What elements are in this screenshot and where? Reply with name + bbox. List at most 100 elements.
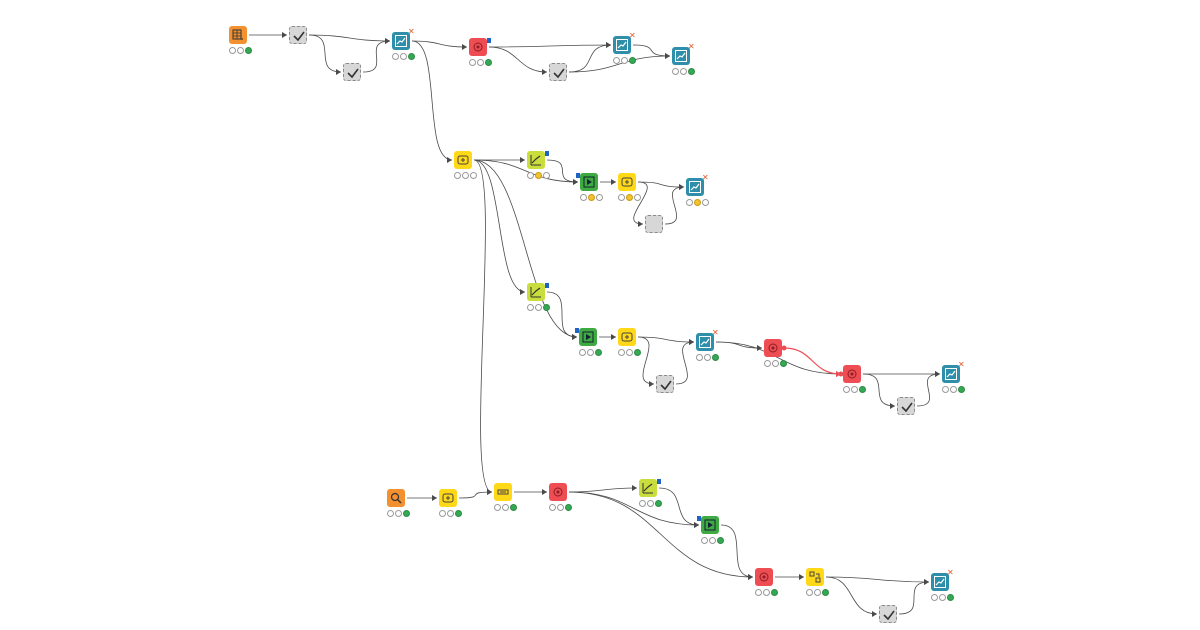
workflow-node-n7[interactable] bbox=[613, 36, 631, 54]
workflow-node-n12[interactable] bbox=[618, 173, 636, 191]
connection-edge[interactable] bbox=[568, 44, 612, 73]
connection-edge[interactable] bbox=[637, 336, 695, 343]
status-dot bbox=[621, 57, 628, 64]
connection-edge[interactable] bbox=[568, 487, 638, 493]
connection-edge[interactable] bbox=[633, 181, 648, 225]
workflow-node-n25[interactable] bbox=[439, 489, 457, 507]
status-dot bbox=[588, 194, 595, 201]
status-dot bbox=[403, 510, 410, 517]
connection-edge[interactable] bbox=[546, 291, 578, 338]
learner-icon bbox=[527, 151, 545, 169]
workflow-node-n23[interactable] bbox=[897, 397, 915, 415]
status-dot bbox=[543, 172, 550, 179]
edge-arrowhead bbox=[638, 221, 643, 227]
connection-edge[interactable] bbox=[898, 581, 930, 615]
connection-edge-highlighted[interactable] bbox=[783, 347, 842, 375]
workflow-node-n3[interactable] bbox=[343, 63, 361, 81]
connection-edge[interactable] bbox=[862, 373, 896, 407]
connection-edge[interactable] bbox=[473, 159, 526, 293]
status-dot bbox=[931, 594, 938, 601]
connection-edge[interactable] bbox=[308, 34, 342, 73]
workflow-node-n10[interactable] bbox=[527, 151, 545, 169]
status-dot bbox=[806, 589, 813, 596]
connection-edge[interactable] bbox=[664, 186, 685, 225]
workflow-node-n4[interactable] bbox=[392, 32, 410, 50]
workflow-node-n20[interactable] bbox=[764, 339, 782, 357]
connection-edge[interactable] bbox=[411, 40, 453, 161]
workflow-node-n26[interactable] bbox=[494, 483, 512, 501]
connection-edge[interactable] bbox=[488, 46, 548, 73]
connection-edge[interactable] bbox=[637, 336, 655, 385]
edge-arrowhead bbox=[890, 403, 895, 409]
connection-edge[interactable] bbox=[546, 159, 579, 183]
workflow-node-n28[interactable] bbox=[639, 479, 657, 497]
workflow-node-n15[interactable] bbox=[527, 283, 545, 301]
node-status-lights bbox=[229, 47, 252, 54]
workflow-node-n22[interactable] bbox=[942, 365, 960, 383]
connection-edge[interactable] bbox=[825, 576, 878, 615]
connection-edge[interactable] bbox=[632, 44, 671, 57]
workflow-node-n33[interactable] bbox=[879, 605, 897, 623]
connection-edge[interactable] bbox=[568, 491, 754, 578]
workflow-node-n21[interactable] bbox=[843, 365, 861, 383]
status-dot bbox=[843, 386, 850, 393]
workflow-node-n27[interactable] bbox=[549, 483, 567, 501]
status-dot bbox=[704, 354, 711, 361]
connection-edge[interactable] bbox=[637, 181, 685, 188]
edge-arrowhead bbox=[447, 157, 452, 163]
status-dot bbox=[549, 504, 556, 511]
connection-edge[interactable] bbox=[658, 487, 700, 526]
workflow-node-n5[interactable] bbox=[469, 38, 487, 56]
status-dot bbox=[613, 57, 620, 64]
workflow-node-n32[interactable] bbox=[931, 573, 949, 591]
edge-arrowhead bbox=[282, 32, 287, 38]
chart-view-icon bbox=[696, 333, 714, 351]
workflow-node-n6[interactable] bbox=[549, 63, 567, 81]
edge-arrowhead bbox=[520, 157, 525, 163]
connection-edge[interactable] bbox=[308, 34, 391, 42]
connection-edge[interactable] bbox=[916, 373, 941, 407]
workflow-node-n9[interactable] bbox=[454, 151, 472, 169]
edge-arrowhead bbox=[611, 334, 616, 340]
status-dot bbox=[455, 510, 462, 517]
status-dot bbox=[477, 59, 484, 66]
workflow-node-n8[interactable] bbox=[672, 47, 690, 65]
workflow-node-n17[interactable] bbox=[618, 328, 636, 346]
connection-edge[interactable] bbox=[411, 40, 468, 48]
connection-edge[interactable] bbox=[458, 491, 493, 499]
workflow-node-n30[interactable] bbox=[755, 568, 773, 586]
workflow-node-n14[interactable] bbox=[686, 178, 704, 196]
workflow-node-n19[interactable] bbox=[656, 375, 674, 393]
connection-edge[interactable] bbox=[568, 55, 671, 73]
status-dot bbox=[634, 349, 641, 356]
workflow-node-n13[interactable] bbox=[645, 215, 663, 233]
connection-edge[interactable] bbox=[362, 40, 391, 73]
workflow-node-n24[interactable] bbox=[387, 489, 405, 507]
status-dot bbox=[618, 349, 625, 356]
connection-edge[interactable] bbox=[473, 159, 493, 493]
connection-edge[interactable] bbox=[715, 341, 842, 375]
connection-edge[interactable] bbox=[715, 341, 763, 349]
check-icon bbox=[550, 64, 568, 82]
connection-edge[interactable] bbox=[473, 159, 578, 338]
workflow-node-n18[interactable] bbox=[696, 333, 714, 351]
connection-edge[interactable] bbox=[473, 159, 579, 183]
workflow-node-n11[interactable] bbox=[580, 173, 598, 191]
close-icon: ✕ bbox=[408, 27, 415, 36]
workflow-node-n29[interactable] bbox=[701, 516, 719, 534]
connection-edge[interactable] bbox=[488, 44, 612, 48]
workflow-node-n2[interactable] bbox=[289, 26, 307, 44]
table-reader-icon bbox=[229, 26, 247, 44]
node-status-lights bbox=[843, 386, 866, 393]
status-dot bbox=[629, 57, 636, 64]
workflow-node-n1[interactable] bbox=[229, 26, 247, 44]
connection-edge[interactable] bbox=[675, 341, 695, 385]
status-dot bbox=[565, 504, 572, 511]
connection-edge[interactable] bbox=[825, 576, 930, 583]
workflow-node-n31[interactable] bbox=[806, 568, 824, 586]
edge-endpoint-marker bbox=[838, 371, 844, 377]
workflow-node-n16[interactable] bbox=[579, 328, 597, 346]
connection-edge[interactable] bbox=[720, 524, 754, 578]
status-dot bbox=[596, 194, 603, 201]
